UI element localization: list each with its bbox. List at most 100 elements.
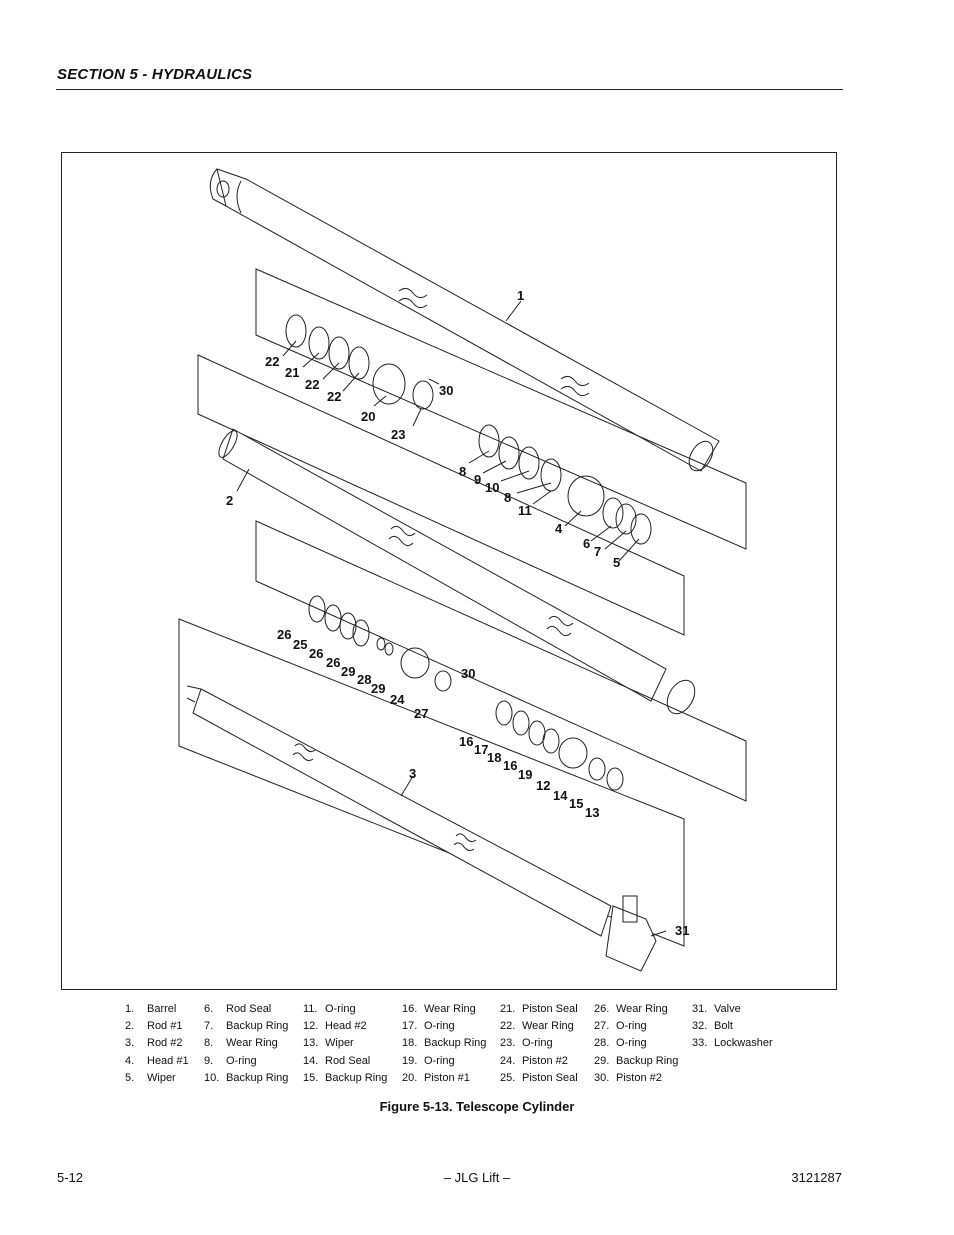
legend-number: 14.	[303, 1054, 319, 1067]
callout-label: 24	[390, 692, 405, 707]
callout-label: 19	[518, 767, 532, 782]
legend-item: 29.Backup Ring	[594, 1053, 678, 1070]
legend-item: 4.Head #1	[125, 1053, 189, 1070]
legend-number: 15.	[303, 1071, 319, 1084]
legend-item: 7.Backup Ring	[204, 1018, 288, 1035]
legend-number: 23.	[500, 1037, 516, 1050]
legend-number: 12.	[303, 1020, 319, 1033]
legend-number: 21.	[500, 1003, 516, 1015]
callout-label: 22	[305, 377, 319, 392]
legend-number: 3.	[125, 1037, 135, 1050]
callout-label: 26	[309, 646, 323, 661]
legend-label: Wear Ring	[424, 1003, 476, 1015]
legend-column-5: 21.Piston Seal 22.Wear Ring 23.O-ring 24…	[500, 1001, 578, 1087]
legend-item: 32.Bolt	[692, 1018, 773, 1035]
callout-label: 8	[504, 490, 511, 505]
callout-label: 15	[569, 796, 583, 811]
callout-label: 26	[277, 627, 291, 642]
legend-label: Head #1	[147, 1054, 189, 1067]
legend-label: Rod Seal	[226, 1003, 272, 1015]
legend-item: 24. Piston #2	[500, 1053, 578, 1070]
legend-label: Barrel	[147, 1003, 177, 1015]
legend-number: 8.	[204, 1037, 214, 1050]
callout-label: 30	[439, 383, 453, 398]
callout-label: 5	[613, 555, 620, 570]
callout-label: 22	[265, 354, 279, 369]
legend-number: 13.	[303, 1037, 319, 1050]
callout-label: 29	[371, 681, 385, 696]
callout-label: 28	[357, 672, 371, 687]
legend-label: O-ring	[424, 1054, 455, 1067]
legend-number: 7.	[204, 1020, 214, 1033]
legend-number: 26.	[594, 1003, 610, 1015]
legend-number: 25.	[500, 1071, 516, 1084]
legend-label: O-ring	[522, 1037, 553, 1050]
callout-label: 2	[226, 493, 233, 508]
callout-label: 1	[517, 288, 524, 303]
legend-number: 17.	[402, 1020, 418, 1033]
legend-label: O-ring	[424, 1020, 455, 1033]
legend-number: 31.	[692, 1003, 708, 1015]
legend-label: O-ring	[616, 1037, 647, 1050]
callout-label: 8	[459, 464, 466, 479]
legend-item: 23. O-ring	[500, 1035, 578, 1052]
callout-label: 27	[414, 706, 428, 721]
header-rule	[56, 89, 843, 90]
legend-label: Valve	[714, 1003, 741, 1015]
legend-number: 33.	[692, 1037, 708, 1050]
legend-label: Wiper	[325, 1037, 354, 1050]
callout-label: 16	[459, 734, 473, 749]
legend-column-4: 16.Wear Ring 17.O-ring 18.Backup Ring 19…	[402, 1001, 486, 1087]
legend-item: 3. Rod #2	[125, 1035, 189, 1052]
drawing-lines	[178, 168, 747, 972]
legend-number: 28.	[594, 1037, 610, 1050]
legend-item: 17. O-ring	[402, 1018, 486, 1035]
legend-label: Piston #2	[522, 1054, 568, 1067]
legend-column-7: 31.Valve 32.Bolt 33.Lockwasher	[692, 1001, 773, 1053]
legend-item: 25. Piston Seal	[500, 1070, 578, 1087]
legend-label: Backup Ring	[616, 1054, 679, 1067]
legend-item: 21. Piston Seal	[500, 1001, 578, 1018]
legend-item: 15.Backup Ring	[303, 1070, 387, 1087]
legend-number: 1.	[125, 1003, 135, 1015]
document-number: 3121287	[791, 1170, 842, 1185]
legend-column-3: 11.O-ring 12. Head #2 13. Wiper 14. Rod Sea…	[303, 1001, 387, 1087]
legend-label: Bolt	[714, 1020, 733, 1033]
callout-label: 16	[503, 758, 517, 773]
legend-label: O-ring	[616, 1020, 647, 1033]
legend-item: 19.O-ring	[402, 1053, 486, 1070]
page-number: 5-12	[57, 1170, 84, 1185]
legend-label: Wear Ring	[226, 1037, 278, 1050]
legend-column-1: 1.Barrel 2.Rod #1 3.Rod #2 4.Head #1 5.W…	[125, 1001, 189, 1087]
legend-item: 11.O-ring	[303, 1001, 387, 1018]
legend-number: 20.	[402, 1071, 418, 1084]
legend-column-6: 26. Wear Ring 27. O-ring 28. O-ring 29.Back…	[594, 1001, 678, 1087]
legend-item: 5.Wiper	[125, 1070, 189, 1087]
legend-label: Wear Ring	[616, 1003, 668, 1015]
legend-number: 30.	[594, 1071, 610, 1084]
legend-number: 24.	[500, 1054, 516, 1067]
legend-item: 16. Wear Ring	[402, 1001, 486, 1018]
callout-label: 3	[409, 766, 416, 781]
legend-item: 30.Piston #2	[594, 1070, 678, 1087]
legend-label: Rod #1	[147, 1020, 183, 1033]
legend-label: Rod Seal	[325, 1054, 371, 1067]
legend-number: 10.	[204, 1071, 220, 1084]
legend-label: Head #2	[325, 1020, 367, 1033]
legend-label: Piston Seal	[522, 1003, 578, 1015]
callout-label: 11	[518, 503, 532, 518]
footer-center-text: – JLG Lift –	[443, 1170, 511, 1185]
legend-number: 27.	[594, 1020, 610, 1033]
figure-caption: Figure 5-13. Telescope Cylinder	[379, 1099, 575, 1114]
legend-label: Backup Ring	[226, 1071, 289, 1084]
callout-label: 18	[487, 750, 501, 765]
telescope-cylinder-drawing: 1 22 21 22 22 20 30 23 8 9 10 8 11 4 6 7…	[178, 168, 747, 972]
callout-label: 26	[326, 655, 340, 670]
legend-label: Rod #2	[147, 1037, 183, 1050]
callout-label: 9	[474, 472, 481, 487]
callout-label: 23	[391, 427, 405, 442]
legend-item: 6.Rod Seal	[204, 1001, 288, 1018]
legend-number: 16.	[402, 1003, 418, 1015]
callout-label: 14	[553, 788, 568, 803]
legend-label: Piston Seal	[522, 1071, 578, 1084]
